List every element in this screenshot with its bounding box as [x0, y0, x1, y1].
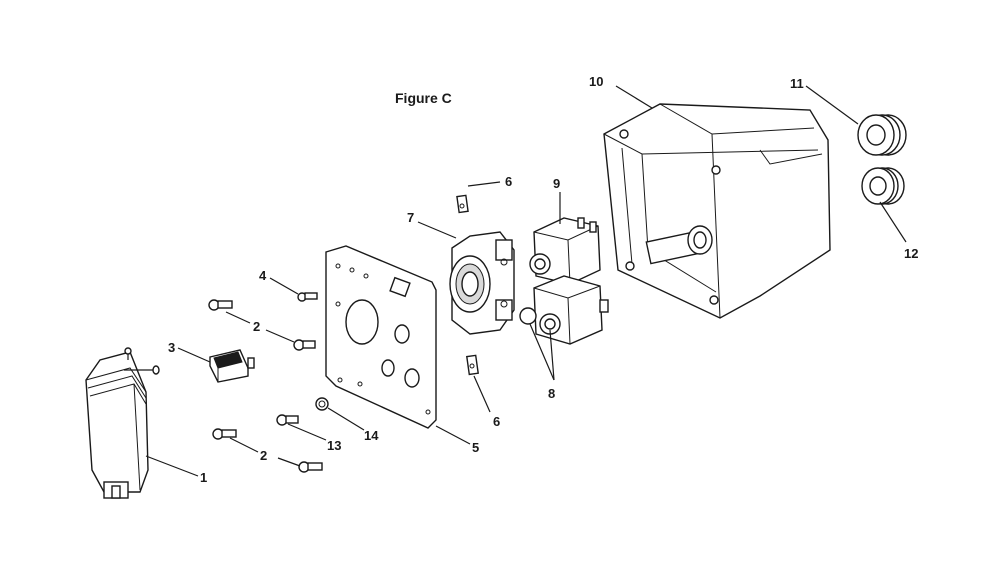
figure-title: Figure C — [395, 90, 452, 106]
callout-1: 1 — [200, 470, 207, 485]
callout-2-upper: 2 — [253, 319, 260, 334]
callout-6-lower: 6 — [493, 414, 500, 429]
callout-2-lower: 2 — [260, 448, 267, 463]
part-7-pressure-switch — [449, 231, 515, 335]
part-1-cover — [85, 347, 160, 499]
screw-2-lower-a — [212, 428, 237, 440]
part-11-grommet — [857, 114, 907, 156]
part-14-spacer — [315, 397, 329, 411]
callout-7: 7 — [407, 210, 414, 225]
part-8-switch-block — [519, 275, 609, 345]
screw-4 — [297, 292, 318, 302]
part-10-housing — [603, 103, 831, 319]
callout-11: 11 — [790, 76, 804, 91]
screw-2-upper — [208, 299, 233, 311]
screw-13 — [276, 414, 299, 426]
part-9-switch-block — [529, 217, 601, 285]
callout-labels: 1 2 2 3 4 5 6 6 7 8 9 10 11 12 13 14 — [168, 74, 918, 485]
screw-2-lower-b — [298, 461, 323, 473]
callout-14: 14 — [364, 428, 379, 443]
callout-13: 13 — [327, 438, 341, 453]
leader-lines — [145, 85, 907, 477]
part-6-terminal-lower — [465, 354, 479, 376]
part-5-mounting-plate — [325, 245, 437, 429]
screw-2-mid — [293, 339, 316, 351]
callout-10: 10 — [589, 74, 603, 89]
callout-5: 5 — [472, 440, 479, 455]
callout-9: 9 — [553, 176, 560, 191]
part-3-rocker-switch — [209, 349, 255, 383]
part-12-grommet — [861, 167, 905, 205]
callout-12: 12 — [904, 246, 918, 261]
callout-8: 8 — [548, 386, 555, 401]
callout-6-upper: 6 — [505, 174, 512, 189]
callout-3: 3 — [168, 340, 175, 355]
callout-4: 4 — [259, 268, 267, 283]
part-6-terminal-upper — [456, 194, 469, 214]
